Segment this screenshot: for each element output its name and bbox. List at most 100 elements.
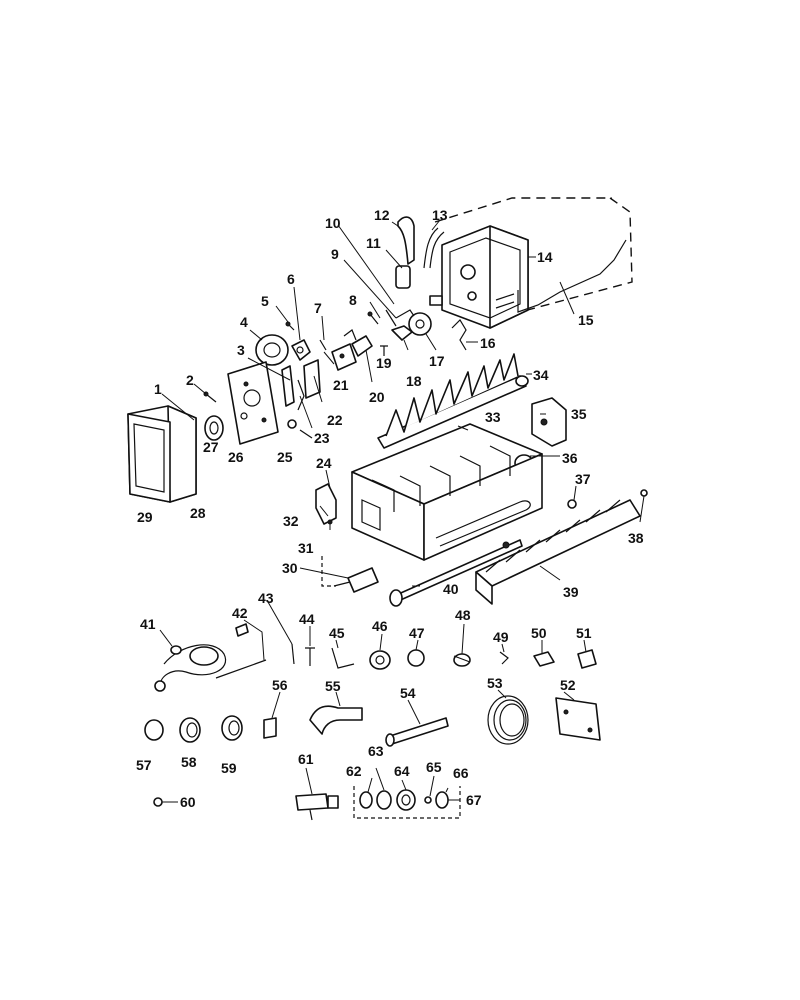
part-13-wire[interactable] (423, 227, 445, 269)
part-5-screw[interactable] (285, 321, 295, 331)
callout-31: 31 (298, 540, 314, 556)
part-28-cover-box[interactable] (127, 405, 197, 503)
part-40-fill-tube[interactable] (389, 539, 523, 607)
callout-21: 21 (333, 377, 349, 393)
callout-20: 20 (369, 389, 385, 405)
callout-5: 5 (261, 293, 269, 309)
callout-35: 35 (571, 406, 587, 422)
part-41-harness[interactable] (154, 644, 227, 692)
valve-kit-box-62-67 (353, 786, 461, 819)
callout-66: 66 (453, 765, 469, 781)
callout-40: 40 (443, 581, 459, 597)
part-65-ring[interactable] (424, 796, 432, 804)
callout-25: 25 (277, 449, 293, 465)
part-26-mounting-plate[interactable] (227, 361, 279, 445)
callout-56: 56 (272, 677, 288, 693)
part-47-clamp[interactable] (407, 649, 425, 667)
part-55-elbow[interactable] (309, 705, 363, 735)
part-14-housing[interactable] (429, 225, 529, 329)
callout-14: 14 (537, 249, 553, 265)
part-43-pin[interactable] (291, 643, 295, 665)
part-38-clip[interactable] (640, 489, 648, 497)
part-23-spring[interactable] (297, 379, 305, 411)
callout-42: 42 (232, 605, 248, 621)
callout-17: 17 (429, 353, 445, 369)
callout-24: 24 (316, 455, 332, 471)
callout-29: 29 (137, 509, 153, 525)
callout-8: 8 (349, 292, 357, 308)
part-3-lever[interactable] (281, 365, 295, 407)
part-heater-loop[interactable] (435, 500, 531, 547)
part-17-gear[interactable] (408, 312, 432, 336)
part-8-screw[interactable] (367, 311, 379, 325)
callout-46: 46 (372, 618, 388, 634)
callout-22: 22 (327, 412, 343, 428)
part-7-clip[interactable] (319, 339, 327, 351)
part-51-bracket[interactable] (577, 649, 597, 669)
part-18-lever[interactable] (391, 325, 413, 341)
callout-34: 34 (533, 367, 549, 383)
part-19-screw[interactable] (380, 345, 388, 356)
part-21-switch[interactable] (331, 343, 357, 371)
part-12-arm[interactable] (397, 216, 415, 265)
part-9-pin[interactable] (385, 309, 397, 327)
callout-10: 10 (325, 215, 341, 231)
part-15-bracket[interactable] (517, 239, 627, 313)
part-30-wire-harness[interactable] (321, 556, 379, 593)
callout-63: 63 (368, 743, 384, 759)
callout-6: 6 (287, 271, 295, 287)
part-60-screw[interactable] (153, 797, 163, 807)
part-25-screw[interactable] (287, 419, 297, 429)
part-16-spring[interactable] (451, 319, 467, 351)
part-24-wire[interactable] (299, 429, 313, 439)
part-64-nut[interactable] (396, 789, 416, 811)
callout-65: 65 (426, 759, 442, 775)
part-10-link[interactable] (395, 309, 415, 319)
part-63-washer[interactable] (376, 790, 392, 810)
callout-12: 12 (374, 207, 390, 223)
part-59-ring[interactable] (221, 715, 243, 741)
part-56-clip[interactable] (263, 717, 277, 739)
part-58-ring[interactable] (179, 717, 201, 743)
part-27-knob[interactable] (204, 415, 224, 441)
part-54-tube[interactable] (385, 717, 449, 747)
part-62-washer[interactable] (359, 791, 373, 809)
callout-38: 38 (628, 530, 644, 546)
callout-19: 19 (376, 355, 392, 371)
part-6-cam[interactable] (291, 339, 311, 361)
part-4-motor[interactable] (255, 334, 289, 367)
callout-9: 9 (331, 246, 339, 262)
part-44-screw[interactable] (305, 647, 315, 666)
part-57-cap[interactable] (144, 719, 164, 741)
part-50-clip[interactable] (533, 651, 555, 667)
part-mold-body[interactable] (351, 445, 543, 561)
callout-32: 32 (283, 513, 299, 529)
part-46-clamp[interactable] (369, 650, 391, 670)
part-42-wire[interactable] (215, 623, 267, 679)
part-49-clip[interactable] (499, 651, 509, 665)
callout-26: 26 (228, 449, 244, 465)
part-39-fill-trough[interactable] (475, 499, 641, 605)
part-11-switch[interactable] (395, 265, 411, 289)
callout-41: 41 (140, 616, 156, 632)
callout-58: 58 (181, 754, 197, 770)
part-34-ejector[interactable] (377, 353, 529, 449)
part-48-valve[interactable] (453, 653, 471, 667)
callout-7: 7 (314, 300, 322, 316)
callout-11: 11 (366, 235, 381, 251)
part-35-bracket[interactable] (531, 397, 567, 447)
part-29-cover-face[interactable] (133, 423, 165, 493)
part-37-screw[interactable] (567, 499, 577, 509)
callout-59: 59 (221, 760, 237, 776)
part-45-bracket[interactable] (331, 647, 355, 669)
part-53-coil[interactable] (487, 695, 529, 745)
part-32-clamp[interactable] (315, 483, 337, 525)
part-20-thermostat[interactable] (343, 329, 373, 357)
callout-64: 64 (394, 763, 410, 779)
part-22-bracket[interactable] (303, 359, 321, 399)
callout-47: 47 (409, 625, 425, 641)
part-52-plate[interactable] (555, 697, 601, 741)
part-61-valve[interactable] (295, 793, 339, 821)
part-66-washer[interactable] (435, 791, 449, 809)
